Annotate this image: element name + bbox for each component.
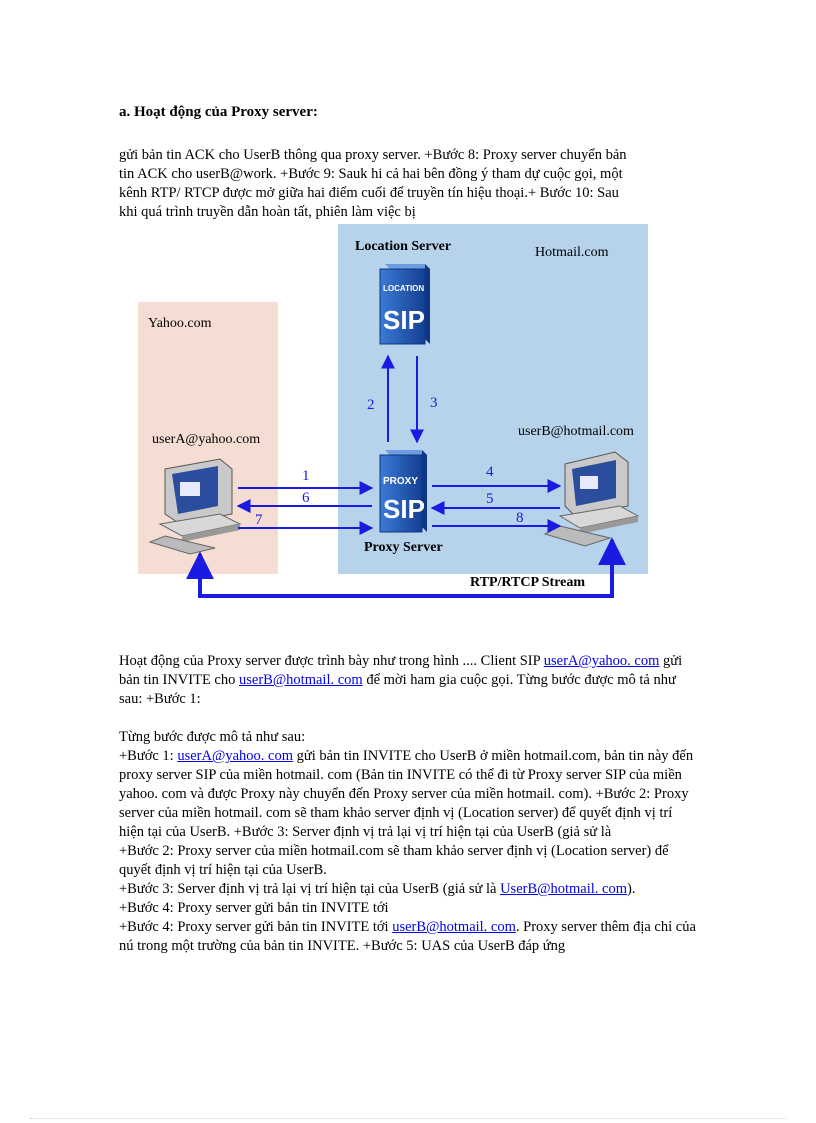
usera-email-link[interactable]: userA@yahoo. com [544,653,660,669]
userb-email-link[interactable]: UserB@hotmail. com [500,881,627,897]
svg-text:PROXY: PROXY [383,476,418,487]
userb-email-link[interactable]: userB@hotmail. com [239,672,363,688]
proxy-server-icon: PROXY SIP [380,450,427,532]
section-heading: a. Hoạt động của Proxy server: [119,104,318,121]
userb-email-link[interactable]: userB@hotmail. com [392,919,516,935]
proxy-server-label: Proxy Server [364,540,443,555]
step-4-text: +Bước 4: Proxy server gửi bản tin INVITE… [119,918,699,956]
overview-paragraph: Hoạt động của Proxy server được trình bà… [119,652,699,709]
step-label-3: 3 [430,395,438,411]
page-bottom-divider [30,1118,786,1119]
intro-paragraph: gửi bản tin ACK cho UserB thông qua prox… [119,146,699,222]
intro-line: gửi bản tin ACK cho UserB thông qua prox… [119,146,699,165]
proxy-server-diagram: Location Server Hotmail.com Yahoo.com us… [120,224,660,604]
step-label-6: 6 [302,490,310,506]
intro-line: kênh RTP/ RTCP được mở giữa hai điểm cuố… [119,184,699,203]
step-2-text: +Bước 2: Proxy server của miền hotmail.c… [119,842,699,880]
svg-text:LOCATION: LOCATION [383,284,424,293]
yahoo-label: Yahoo.com [148,316,212,331]
usera-email-link[interactable]: userA@yahoo. com [177,748,293,764]
step-3-text: +Bước 3: Server định vị trả lại vị trí h… [119,880,699,899]
location-server-label: Location Server [355,239,451,254]
steps-section: Từng bước được mô tả như sau: +Bước 1: u… [119,728,699,956]
svg-text:SIP: SIP [383,305,425,335]
step-label-7: 7 [255,512,263,528]
step-4a-text: +Bước 4: Proxy server gửi bản tin INVITE… [119,899,699,918]
usera-label: userA@yahoo.com [152,432,260,447]
location-server-icon: LOCATION SIP [380,264,430,344]
userb-label: userB@hotmail.com [518,424,634,439]
hotmail-label: Hotmail.com [535,245,609,260]
step-label-4: 4 [486,464,494,480]
step-1-text: +Bước 1: userA@yahoo. com gửi bản tin IN… [119,747,699,842]
overview-text: Hoạt động của Proxy server được trình bà… [119,653,544,669]
step-label-8: 8 [516,510,524,526]
step-label-2: 2 [367,397,375,413]
rtp-stream-label: RTP/RTCP Stream [470,575,585,590]
svg-text:SIP: SIP [383,494,425,524]
intro-line: khi quá trình truyền dẫn hoàn tất, phiên… [119,203,699,222]
steps-intro: Từng bước được mô tả như sau: [119,728,699,747]
step-label-1: 1 [302,468,310,484]
intro-line: tin ACK cho userB@work. +Bước 9: Sauk hi… [119,165,699,184]
step-label-5: 5 [486,491,494,507]
